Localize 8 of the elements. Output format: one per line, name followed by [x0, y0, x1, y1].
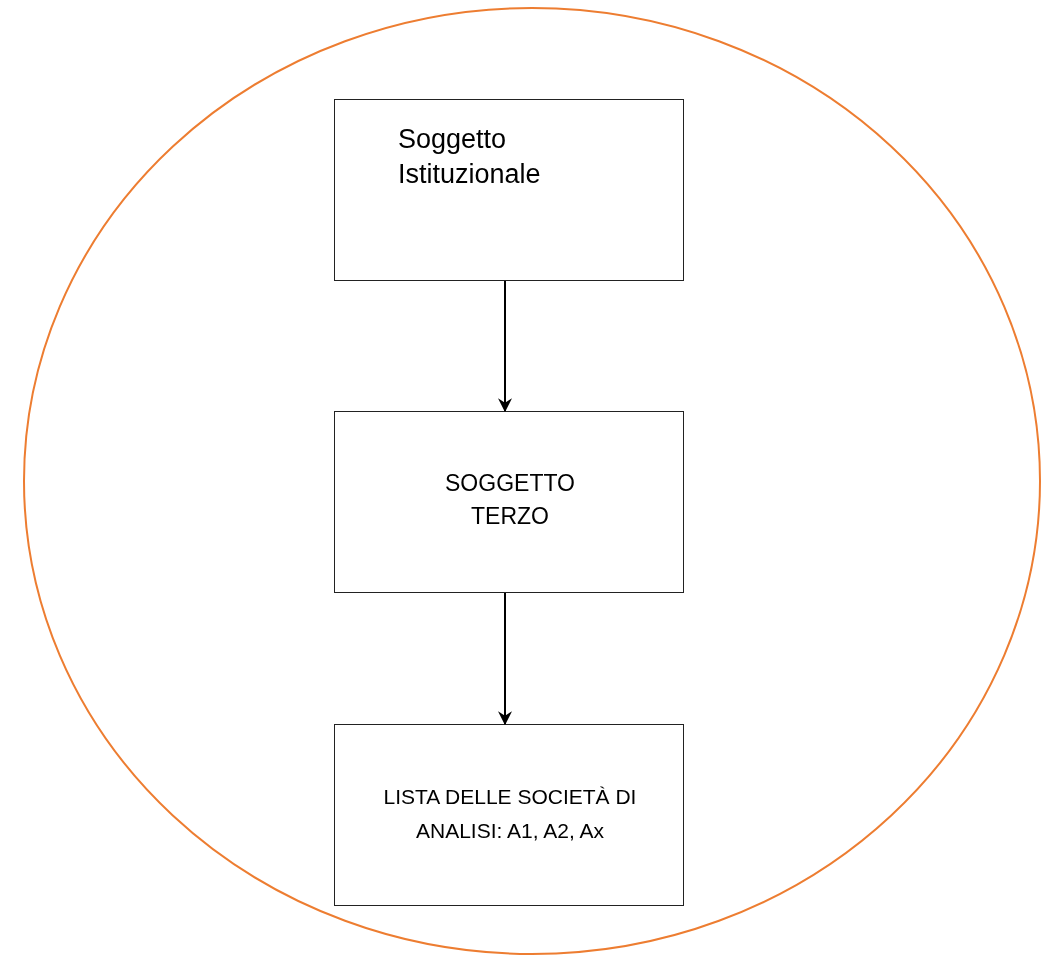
arrow: [498, 592, 512, 726]
box-label: Soggetto Istituzionale: [398, 123, 542, 192]
arrow: [498, 280, 512, 413]
process-box: [334, 724, 684, 906]
box-label: SOGGETTO TERZO: [444, 469, 576, 532]
box-label: LISTA DELLE SOCIETÀ DI ANALISI: A1, A2, Ax: [382, 784, 638, 844]
process-box: [334, 411, 684, 593]
process-box: [334, 99, 684, 281]
